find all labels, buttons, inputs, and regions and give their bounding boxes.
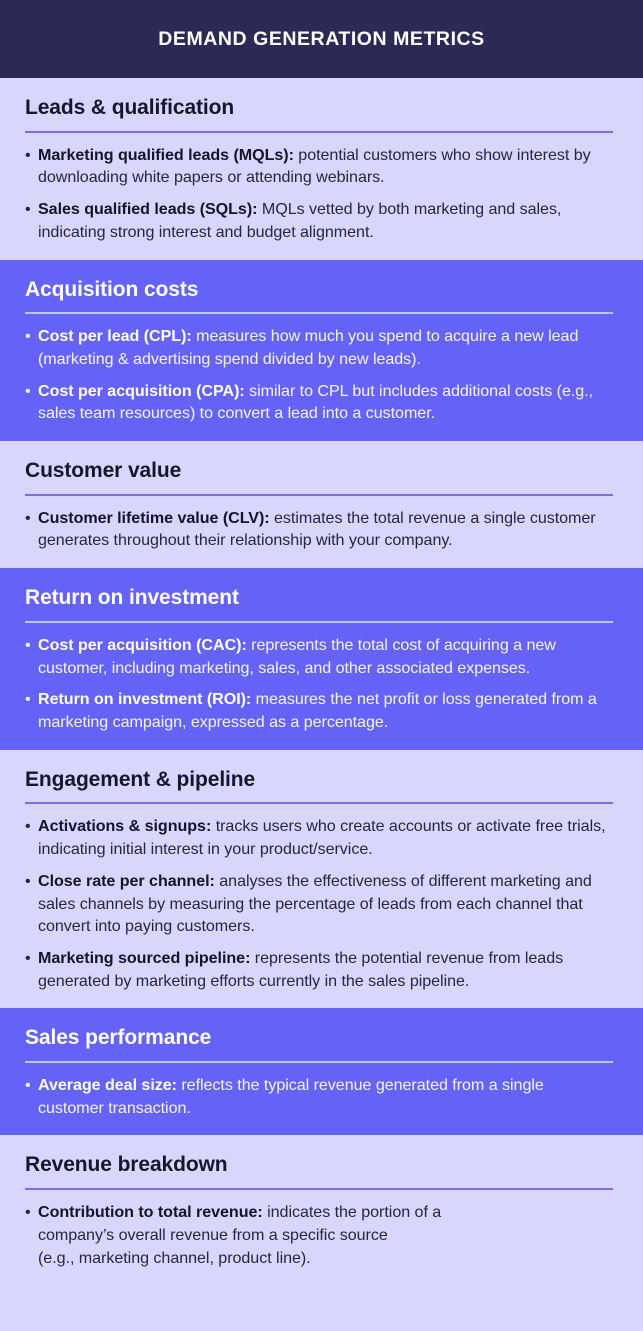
list-item: • Contribution to total revenue: indicate… bbox=[25, 1201, 613, 1269]
bullet-list-sales-performance: • Average deal size: reflects the typical… bbox=[25, 1074, 613, 1119]
list-item: • Marketing qualified leads (MQLs): poten… bbox=[25, 144, 613, 189]
section-heading-customer-value: Customer value bbox=[25, 459, 182, 483]
metric-description: analyses the effectiveness of different … bbox=[38, 871, 592, 936]
list-item: • Cost per acquisition (CPA): similar to … bbox=[25, 380, 613, 425]
list-item: • Return on investment (ROI): measures th… bbox=[25, 688, 613, 733]
section-heading-leads-qualification: Leads & qualification bbox=[25, 96, 235, 119]
metric-description: represents the potential revenue from le… bbox=[38, 948, 564, 990]
bullet-dot-icon: • bbox=[25, 381, 31, 400]
section-heading-return-on-investment: Return on investment bbox=[25, 586, 239, 610]
metric-term: Cost per acquisition (CAC): bbox=[38, 635, 247, 654]
section-customer-value: Customer value • Customer lifetime value (… bbox=[0, 441, 643, 569]
section-heading-acquisition-costs: Acquisition costs bbox=[25, 277, 199, 301]
section-divider bbox=[25, 1061, 613, 1064]
bullet-dot-icon: • bbox=[25, 871, 31, 890]
bullet-dot-icon: • bbox=[25, 145, 31, 164]
metric-term: Sales qualified leads (SQLs): bbox=[38, 200, 258, 219]
metric-term: Contribution to total revenue: bbox=[38, 1203, 263, 1222]
section-divider bbox=[25, 802, 613, 805]
list-item: • Close rate per channel: analyses the ef… bbox=[25, 870, 613, 938]
metric-description: estimates the total revenue a single cus… bbox=[38, 508, 596, 550]
metric-term: Return on investment (ROI): bbox=[38, 690, 252, 709]
metric-description: indicates the portion of a company’s ove… bbox=[38, 1203, 442, 1267]
bullet-list-engagement-pipeline: • Activations & signups: tracks users who… bbox=[25, 815, 613, 992]
section-heading-sales-performance: Sales performance bbox=[25, 1026, 212, 1050]
list-item: • Activations & signups: tracks users who… bbox=[25, 815, 613, 860]
bullet-dot-icon: • bbox=[25, 948, 31, 967]
bullet-list-customer-value: • Customer lifetime value (CLV): estimate… bbox=[25, 507, 613, 552]
list-item: • Marketing sourced pipeline: represents … bbox=[25, 947, 613, 992]
list-item: • Average deal size: reflects the typical… bbox=[25, 1074, 613, 1119]
bullet-dot-icon: • bbox=[25, 817, 31, 836]
section-engagement-pipeline: Engagement & pipeline • Activations & sign… bbox=[0, 749, 643, 1009]
metric-term: Marketing qualified leads (MQLs): bbox=[38, 145, 294, 164]
metric-term: Marketing sourced pipeline: bbox=[38, 948, 251, 967]
bullet-list-revenue-breakdown: • Contribution to total revenue: indicate… bbox=[25, 1201, 613, 1269]
metric-term: Average deal size: bbox=[38, 1076, 177, 1095]
section-heading-engagement-pipeline: Engagement & pipeline bbox=[25, 767, 256, 791]
page-title: DEMAND GENERATION METRICS bbox=[158, 27, 485, 50]
bullet-dot-icon: • bbox=[25, 200, 31, 219]
metric-term: Cost per lead (CPL): bbox=[38, 327, 192, 346]
section-heading-revenue-breakdown: Revenue breakdown bbox=[25, 1153, 228, 1177]
bullet-dot-icon: • bbox=[25, 1076, 31, 1095]
section-divider bbox=[25, 493, 613, 496]
section-sales-performance: Sales performance • Average deal size: ref… bbox=[0, 1008, 643, 1136]
metric-term: Customer lifetime value (CLV): bbox=[38, 508, 270, 527]
metric-description: potential customers who show interest by… bbox=[38, 145, 591, 187]
bullet-dot-icon: • bbox=[25, 690, 31, 709]
bullet-list-leads-qualification: • Marketing qualified leads (MQLs): poten… bbox=[25, 144, 613, 244]
metric-description: MQLs vetted by both marketing and sales,… bbox=[38, 200, 562, 241]
metric-description: represents the total cost of acquiring a… bbox=[38, 635, 556, 677]
section-acquisition-costs: Acquisition costs • Cost per lead (CPL): m… bbox=[0, 259, 643, 442]
section-divider bbox=[25, 130, 613, 133]
metric-description: tracks users who create accounts or acti… bbox=[38, 817, 606, 859]
section-divider bbox=[25, 312, 613, 315]
metric-description: measures the net profit or loss generate… bbox=[38, 690, 597, 731]
section-divider bbox=[25, 620, 613, 623]
bullet-list-return-on-investment: • Cost per acquisition (CAC): represents … bbox=[25, 634, 613, 734]
sections-container: Leads & qualification • Marketing qualifie… bbox=[0, 78, 643, 1286]
bullet-dot-icon: • bbox=[25, 327, 31, 346]
list-item: • Customer lifetime value (CLV): estimate… bbox=[25, 507, 613, 552]
bullet-dot-icon: • bbox=[25, 1203, 31, 1222]
metric-description: reflects the typical revenue generated f… bbox=[38, 1076, 544, 1117]
section-leads-qualification: Leads & qualification • Marketing qualifie… bbox=[0, 78, 643, 260]
metric-description: measures how much you spend to acquire a… bbox=[38, 327, 579, 368]
metric-term: Close rate per channel: bbox=[38, 871, 215, 890]
page-header: DEMAND GENERATION METRICS bbox=[0, 0, 643, 78]
list-item: • Sales qualified leads (SQLs): MQLs vett… bbox=[25, 198, 613, 243]
list-item: • Cost per lead (CPL): measures how much … bbox=[25, 325, 613, 370]
section-revenue-breakdown: Revenue breakdown • Contribution to total … bbox=[0, 1135, 643, 1286]
bullet-dot-icon: • bbox=[25, 635, 31, 654]
metric-term: Activations & signups: bbox=[38, 817, 212, 836]
bullet-dot-icon: • bbox=[25, 508, 31, 527]
metric-term: Cost per acquisition (CPA): bbox=[38, 381, 245, 400]
section-divider bbox=[25, 1188, 613, 1191]
bullet-list-acquisition-costs: • Cost per lead (CPL): measures how much … bbox=[25, 325, 613, 425]
section-return-on-investment: Return on investment • Cost per acquisitio… bbox=[0, 568, 643, 750]
list-item: • Cost per acquisition (CAC): represents … bbox=[25, 634, 613, 679]
metric-description: similar to CPL but includes additional c… bbox=[38, 381, 594, 423]
